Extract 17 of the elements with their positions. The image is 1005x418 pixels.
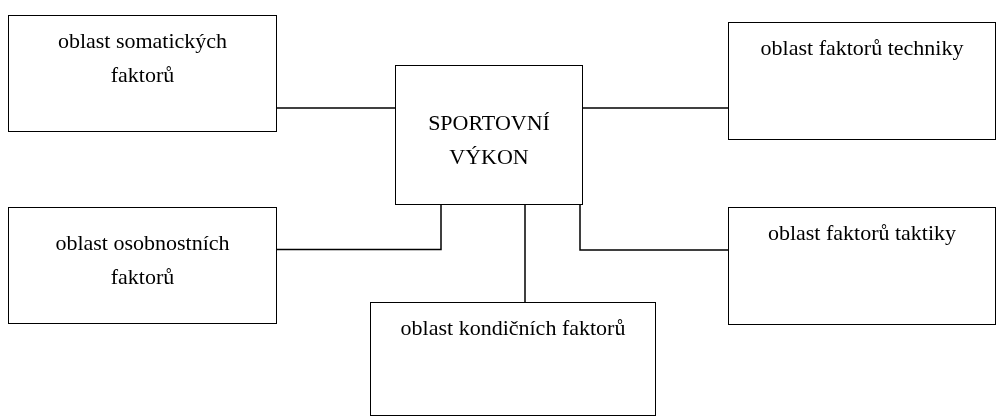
box-label: oblast faktorů taktiky (767, 219, 957, 247)
box-label: oblast somatických faktorů (56, 27, 229, 89)
factor-box (8, 15, 277, 132)
connector-line (276, 204, 442, 251)
box-label: oblast osobnostních faktorů (54, 229, 231, 291)
factor-box (370, 302, 656, 416)
box-label: oblast faktorů techniky (760, 34, 964, 62)
connector-line (524, 204, 526, 303)
connector-line (579, 204, 729, 251)
connector-line (276, 107, 396, 109)
box-label: SPORTOVNÍ VÝKON (427, 109, 551, 171)
factor-box (728, 22, 996, 140)
central-box (395, 65, 583, 205)
factor-box (8, 207, 277, 324)
box-label: oblast kondičních faktorů (400, 314, 626, 342)
factor-box (728, 207, 996, 325)
connector-line (582, 107, 729, 109)
